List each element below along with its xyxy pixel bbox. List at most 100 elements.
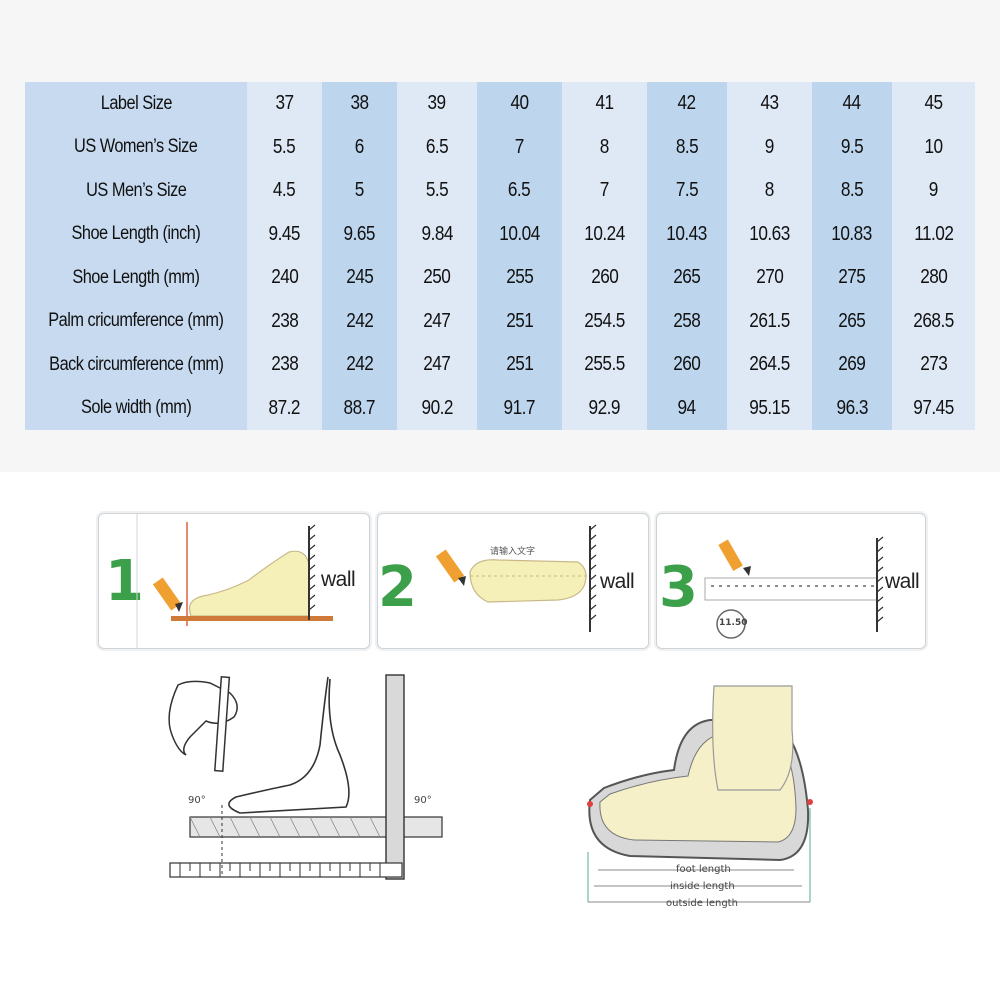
table-cell: 255 [477,256,562,300]
foot-tracing-diagram [168,674,443,880]
cell-value: 264.5 [749,353,790,376]
row-label-text: Label Size [100,92,172,114]
cell-value: 88.7 [343,396,376,419]
cell-value: 238 [270,353,299,376]
table-cell: 7.5 [647,169,727,213]
cell-value: 40 [510,92,529,115]
step-3-wall-label: wall [885,570,920,593]
table-cell: 247 [397,299,477,343]
table-cell: 91.7 [477,386,562,430]
cell-value: 9 [928,179,939,202]
pencil-icon [718,539,751,576]
cell-value: 268.5 [913,309,954,332]
table-cell: 96.3 [812,386,892,430]
table-cell: 273 [892,343,975,387]
right-angle-label: 90° [414,795,432,806]
table-cell: 250 [397,256,477,300]
cell-value: 4.5 [273,179,296,202]
cell-value: 273 [919,353,948,376]
table-cell: 39 [397,82,477,126]
cell-value: 265 [838,309,866,332]
pencil-icon [214,676,231,772]
cell-value: 10.63 [749,222,790,245]
table-cell: 9.65 [322,212,397,256]
step-3-panel: 3 11.50 wall [656,513,926,649]
table-cell: 44 [812,82,892,126]
table-cell: 10.43 [647,212,727,256]
cell-value: 41 [595,92,614,115]
table-cell: 5.5 [247,125,322,169]
table-cell: 280 [892,256,975,300]
cell-value: 280 [919,266,948,289]
cell-value: 94 [677,396,697,419]
cell-value: 255.5 [584,353,625,376]
cell-value: 240 [270,266,299,289]
outside-length-label: outside length [666,898,738,909]
table-cell: 6.5 [397,125,477,169]
row-label: Label Size [25,82,247,126]
table-cell: 95.15 [727,386,812,430]
row-label-text: Back circumference (mm) [48,353,224,375]
row-label: Shoe Length (inch) [25,212,247,256]
table-cell: 6.5 [477,169,562,213]
cell-value: 39 [427,92,447,115]
table-cell: 8 [562,125,647,169]
table-cell: 42 [647,82,727,126]
row-label: Back circumference (mm) [25,343,247,387]
table-cell: 87.2 [247,386,322,430]
cell-value: 9.65 [343,222,376,245]
pencil-icon [152,577,183,612]
cell-value: 11.02 [913,222,954,245]
cell-value: 8 [599,135,610,158]
table-cell: 9 [892,169,975,213]
table-cell: 38 [322,82,397,126]
cell-value: 247 [423,309,451,332]
cell-value: 42 [677,92,697,115]
cell-value: 245 [345,266,374,289]
table-cell: 242 [322,299,397,343]
cell-value: 10.24 [584,222,625,245]
cell-value: 43 [760,92,779,115]
step-3-reading: 11.50 [719,618,748,628]
table-cell: 10.83 [812,212,892,256]
table-cell: 97.45 [892,386,975,430]
table-cell: 8.5 [647,125,727,169]
cell-value: 90.2 [421,396,453,419]
row-label-text: Sole width (mm) [80,397,192,419]
table-cell: 7 [562,169,647,213]
cell-value: 9 [764,135,775,158]
table-cell: 240 [247,256,322,300]
table-cell: 245 [322,256,397,300]
cell-value: 255 [505,266,534,289]
cell-value: 8.5 [840,179,864,202]
table-cell: 7 [477,125,562,169]
table-cell: 10 [892,125,975,169]
cell-value: 9.84 [421,222,453,245]
cell-value: 10.43 [666,222,708,245]
cell-value: 260 [673,353,701,376]
foot-length-label: foot length [676,864,731,875]
table-cell: 265 [647,256,727,300]
cell-value: 45 [924,92,943,115]
cell-value: 254.5 [584,309,625,332]
table-cell: 9 [727,125,812,169]
table-cell: 41 [562,82,647,126]
cell-value: 5.5 [273,135,296,158]
cell-value: 265 [673,266,701,289]
cell-value: 8 [764,179,775,202]
row-label: Palm cricumference (mm) [25,299,247,343]
step-2-note: 请输入文字 [490,546,536,556]
cell-value: 260 [590,266,619,289]
table-cell: 8 [727,169,812,213]
table-cell: 255.5 [562,343,647,387]
cell-value: 9.45 [268,222,301,245]
table-cell: 40 [477,82,562,126]
table-cell: 242 [322,343,397,387]
cell-value: 6.5 [508,179,531,202]
table-cell: 264.5 [727,343,812,387]
table-cell: 238 [247,299,322,343]
table-cell: 269 [812,343,892,387]
